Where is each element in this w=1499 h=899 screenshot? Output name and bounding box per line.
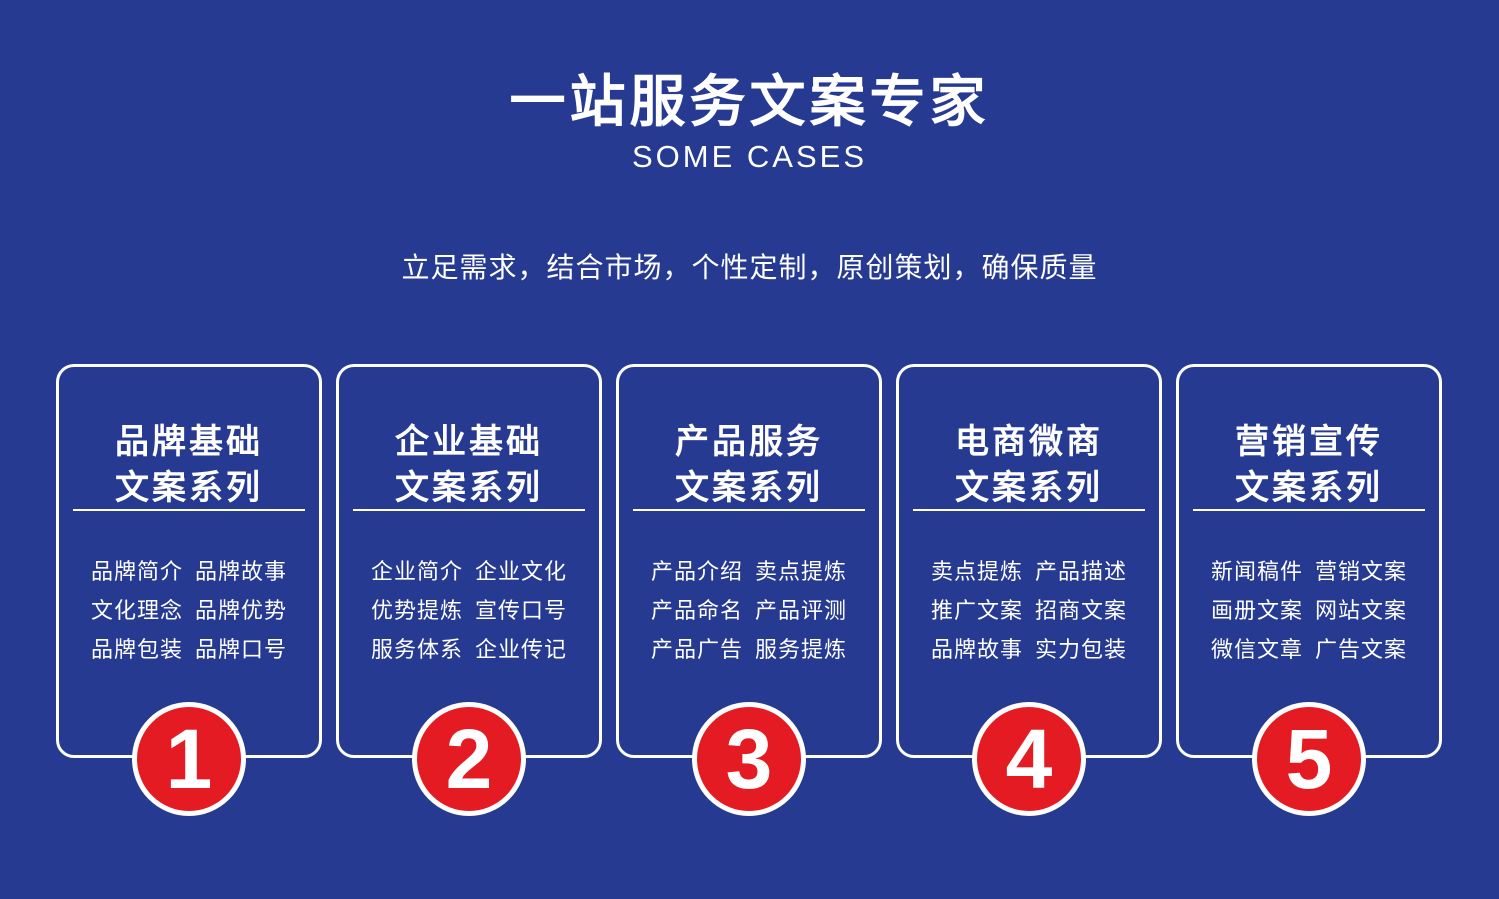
card-item: 产品广告 xyxy=(650,638,743,663)
card-item-row: 企业简介企业文化 xyxy=(339,553,599,592)
card-item-row: 品牌包装品牌口号 xyxy=(59,631,319,670)
number-badge-2: 2 xyxy=(412,702,526,816)
card-item: 文化理念 xyxy=(90,599,183,624)
card-item: 广告文案 xyxy=(1315,638,1408,663)
card-title-line-1: 电商微商 xyxy=(955,422,1103,462)
card-item: 品牌故事 xyxy=(930,638,1023,663)
card-divider xyxy=(913,509,1145,511)
card-item-row: 推广文案招商文案 xyxy=(899,592,1159,631)
card-item: 产品描述 xyxy=(1035,560,1128,585)
card-divider xyxy=(73,509,305,511)
number-badge-5: 5 xyxy=(1252,702,1366,816)
service-card-4: 电商微商文案系列卖点提炼产品描述推广文案招商文案品牌故事实力包装 xyxy=(896,364,1162,758)
card-title: 品牌基础文案系列 xyxy=(59,419,319,511)
card-title: 产品服务文案系列 xyxy=(619,419,879,511)
number-badge-1: 1 xyxy=(132,702,246,816)
card-item-row: 卖点提炼产品描述 xyxy=(899,553,1159,592)
card-item: 卖点提炼 xyxy=(755,560,848,585)
card-title-line-2: 文案系列 xyxy=(675,468,823,508)
card-item: 产品评测 xyxy=(755,599,848,624)
card-item: 招商文案 xyxy=(1035,599,1128,624)
card-item: 企业传记 xyxy=(475,638,568,663)
card-item-row: 产品命名产品评测 xyxy=(619,592,879,631)
card-item: 服务体系 xyxy=(370,638,463,663)
card-title-line-2: 文案系列 xyxy=(395,468,543,508)
number-badge-3: 3 xyxy=(692,702,806,816)
card-item-row: 品牌故事实力包装 xyxy=(899,631,1159,670)
card-item-list: 品牌简介品牌故事文化理念品牌优势品牌包装品牌口号 xyxy=(59,553,319,670)
card-item: 卖点提炼 xyxy=(930,560,1023,585)
card-item: 品牌故事 xyxy=(195,560,288,585)
card-item: 品牌简介 xyxy=(90,560,183,585)
card-item-row: 新闻稿件营销文案 xyxy=(1179,553,1439,592)
service-card-3: 产品服务文案系列产品介绍卖点提炼产品命名产品评测产品广告服务提炼 xyxy=(616,364,882,758)
card-title: 企业基础文案系列 xyxy=(339,419,599,511)
card-item-list: 企业简介企业文化优势提炼宣传口号服务体系企业传记 xyxy=(339,553,599,670)
card-item: 新闻稿件 xyxy=(1210,560,1303,585)
card-title-line-1: 企业基础 xyxy=(395,422,543,462)
card-item-row: 产品广告服务提炼 xyxy=(619,631,879,670)
card-item: 企业文化 xyxy=(475,560,568,585)
page-title: 一站服务文案专家 xyxy=(509,70,990,135)
card-item: 产品介绍 xyxy=(650,560,743,585)
card-item: 网站文案 xyxy=(1315,599,1408,624)
card-item-list: 产品介绍卖点提炼产品命名产品评测产品广告服务提炼 xyxy=(619,553,879,670)
card-item-row: 微信文章广告文案 xyxy=(1179,631,1439,670)
page-subtitle: SOME CASES xyxy=(632,139,867,174)
card-item-row: 画册文案网站文案 xyxy=(1179,592,1439,631)
card-item-row: 品牌简介品牌故事 xyxy=(59,553,319,592)
card-item: 实力包装 xyxy=(1035,638,1128,663)
card-divider xyxy=(353,509,585,511)
card-item: 营销文案 xyxy=(1315,560,1408,585)
number-badge-4: 4 xyxy=(972,702,1086,816)
card-title-line-1: 品牌基础 xyxy=(115,422,263,462)
card-item-row: 服务体系企业传记 xyxy=(339,631,599,670)
service-card-5: 营销宣传文案系列新闻稿件营销文案画册文案网站文案微信文章广告文案 xyxy=(1176,364,1442,758)
card-item: 微信文章 xyxy=(1210,638,1303,663)
card-item: 优势提炼 xyxy=(370,599,463,624)
card-title-line-1: 营销宣传 xyxy=(1235,422,1383,462)
card-title-line-2: 文案系列 xyxy=(1235,468,1383,508)
card-item: 画册文案 xyxy=(1210,599,1303,624)
card-item: 推广文案 xyxy=(930,599,1023,624)
service-card-2: 企业基础文案系列企业简介企业文化优势提炼宣传口号服务体系企业传记 xyxy=(336,364,602,758)
card-item: 品牌口号 xyxy=(195,638,288,663)
card-divider xyxy=(633,509,865,511)
card-item: 服务提炼 xyxy=(755,638,848,663)
card-title: 营销宣传文案系列 xyxy=(1179,419,1439,511)
card-item-row: 优势提炼宣传口号 xyxy=(339,592,599,631)
service-card-1: 品牌基础文案系列品牌简介品牌故事文化理念品牌优势品牌包装品牌口号 xyxy=(56,364,322,758)
card-title-line-2: 文案系列 xyxy=(955,468,1103,508)
card-divider xyxy=(1193,509,1425,511)
card-item-row: 文化理念品牌优势 xyxy=(59,592,319,631)
card-item-list: 卖点提炼产品描述推广文案招商文案品牌故事实力包装 xyxy=(899,553,1159,670)
tagline: 立足需求，结合市场，个性定制，原创策划，确保质量 xyxy=(401,251,1098,284)
card-item: 品牌包装 xyxy=(90,638,183,663)
card-item-list: 新闻稿件营销文案画册文案网站文案微信文章广告文案 xyxy=(1179,553,1439,670)
card-title: 电商微商文案系列 xyxy=(899,419,1159,511)
card-item: 品牌优势 xyxy=(195,599,288,624)
card-title-line-1: 产品服务 xyxy=(675,422,823,462)
card-title-line-2: 文案系列 xyxy=(115,468,263,508)
card-item: 产品命名 xyxy=(650,599,743,624)
card-item: 宣传口号 xyxy=(475,599,568,624)
card-item: 企业简介 xyxy=(370,560,463,585)
card-item-row: 产品介绍卖点提炼 xyxy=(619,553,879,592)
